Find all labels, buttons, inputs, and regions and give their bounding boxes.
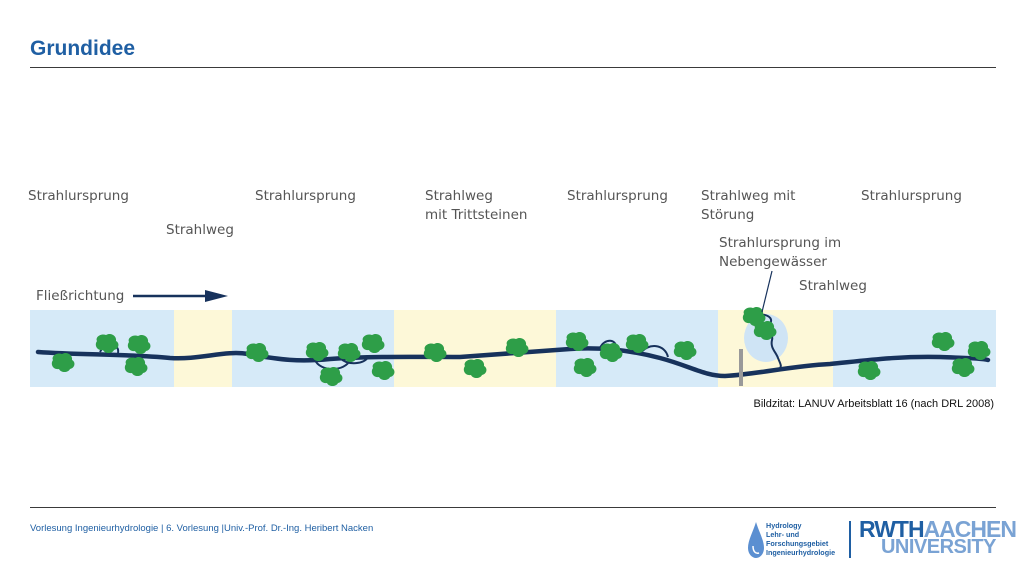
water-drop-icon (748, 522, 764, 558)
label-tributary-line1: Strahlursprung im (719, 235, 841, 251)
rwth-logo-part3: UNIVERSITY (880, 536, 997, 559)
barrier (739, 349, 743, 386)
footer-divider (30, 507, 996, 508)
footer-text: Vorlesung Ingenieurhydrologie | 6. Vorle… (30, 523, 374, 534)
hydro-logo-line3: Forschungsgebiet (766, 539, 829, 548)
hydro-logo-line4: Ingenieurhydrologie (766, 548, 836, 557)
label-origin-3: Strahlursprung (567, 188, 668, 204)
label-path-disturbed-line1: Strahlweg mit (701, 188, 795, 204)
logo-separator (849, 521, 851, 558)
label-origin-4: Strahlursprung (861, 188, 962, 204)
rwth-logo: RWTHAACHEN UNIVERSITY (859, 516, 1017, 563)
label-origin-2: Strahlursprung (255, 188, 356, 204)
rwth-logo-part2: AACHEN (923, 516, 1017, 542)
tributary-stream (751, 313, 782, 369)
label-tributary-line2: Nebengewässer (719, 254, 827, 270)
flow-arrow-head (205, 290, 228, 302)
rwth-logo-part1: RWTH (859, 516, 925, 542)
label-path-disturbed-line2: Störung (701, 207, 754, 223)
label-path-stepping-line1: Strahlweg (425, 188, 493, 204)
tributary-pointer (761, 270, 773, 313)
hydro-logo-line1: Hydrology (766, 521, 802, 530)
title-divider (30, 67, 996, 68)
hydrology-logo: Hydrology Lehr- und Forschungsgebiet Ing… (748, 520, 844, 560)
page-title: Grundidee (30, 37, 136, 60)
label-flow-direction: Fließrichtung (36, 288, 124, 304)
hydro-logo-line2: Lehr- und (766, 530, 800, 539)
label-path-stepping-line2: mit Trittsteinen (425, 207, 527, 223)
label-origin-1: Strahlursprung (28, 188, 129, 204)
label-path-2: Strahlweg (799, 278, 867, 294)
image-caption: Bildzitat: LANUV Arbeitsblatt 16 (nach D… (753, 398, 995, 410)
label-path-1: Strahlweg (166, 222, 234, 238)
river-line (35, 346, 991, 379)
path-band-1 (174, 310, 232, 387)
